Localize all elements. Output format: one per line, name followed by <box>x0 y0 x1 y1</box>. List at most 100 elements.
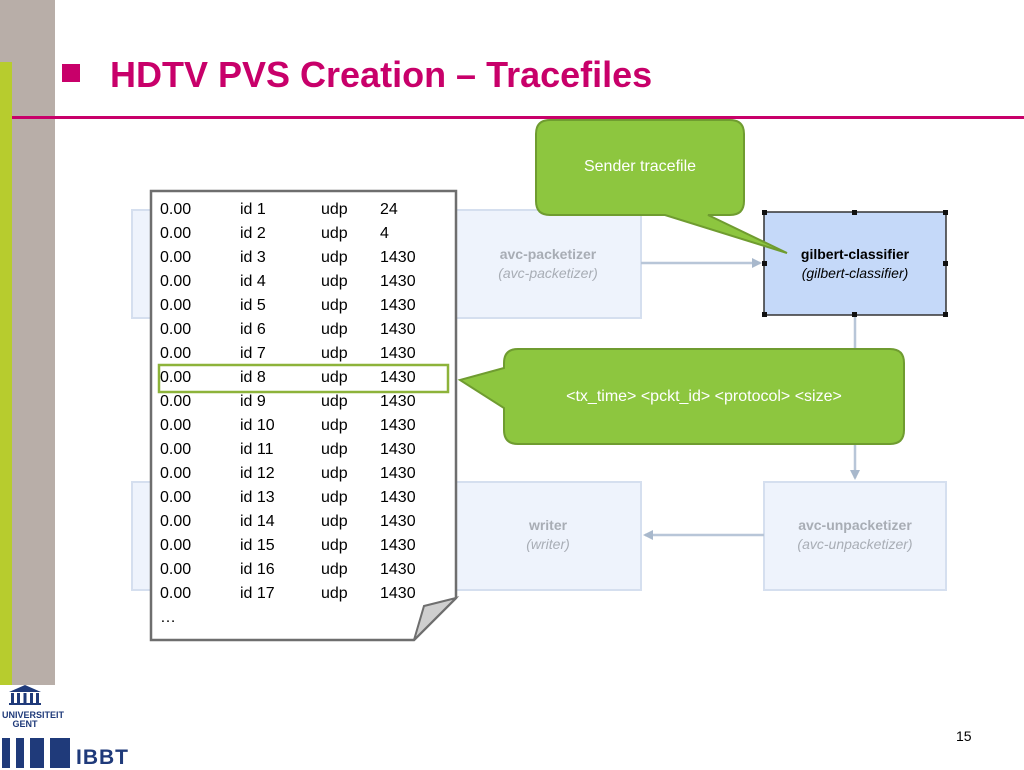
tracefile-protocol: udp <box>321 201 348 218</box>
tracefile-size: 1430 <box>380 417 416 434</box>
tracefile-size: 1430 <box>380 537 416 554</box>
university-logo: UNIVERSITEIT GENT <box>2 684 65 729</box>
tracefile-packet-id: id 13 <box>240 489 275 506</box>
tracefile-protocol: udp <box>321 249 348 266</box>
tracefile-protocol: udp <box>321 321 348 338</box>
tracefile-time: 0.00 <box>160 369 192 386</box>
tracefile-protocol: udp <box>321 489 348 506</box>
node-gilbert-classifier-name: gilbert-classifier <box>801 246 910 262</box>
tracefile-time: 0.00 <box>160 393 192 410</box>
tracefile-protocol: udp <box>321 417 348 434</box>
tracefile-size: 1430 <box>380 297 416 314</box>
node-writer[interactable]: writer (writer) <box>455 481 642 591</box>
callout-format <box>457 348 905 445</box>
selection-handle[interactable] <box>943 210 948 215</box>
node-writer-name: writer <box>528 517 568 533</box>
tracefile-protocol: udp <box>321 393 348 410</box>
selection-handle[interactable] <box>943 261 948 266</box>
tracefile-size: 1430 <box>380 489 416 506</box>
tracefile-row-highlight <box>157 363 450 394</box>
node-avc-unpacketizer-type: (avc-unpacketizer) <box>797 536 912 552</box>
selection-handle[interactable] <box>762 210 767 215</box>
tracefile-protocol: udp <box>321 345 348 362</box>
callout-sender-text: Sender tracefile <box>583 158 697 175</box>
node-avc-packetizer-name: avc-packetizer <box>500 246 597 262</box>
selection-handle[interactable] <box>852 210 857 215</box>
tracefile-size: 1430 <box>380 561 416 578</box>
ibbt-bar-icon <box>50 738 70 768</box>
tracefile-row: 0.00 id 6 udp 1430 <box>160 318 430 342</box>
tracefile-packet-id: id 16 <box>240 561 275 578</box>
selection-handle[interactable] <box>943 312 948 317</box>
tracefile-protocol: udp <box>321 585 348 602</box>
tracefile-time: 0.00 <box>160 465 192 482</box>
tracefile-packet-id: id 15 <box>240 537 275 554</box>
tracefile-time: 0.00 <box>160 585 192 602</box>
tracefile-row: 0.00 id 13 udp 1430 <box>160 486 430 510</box>
tracefile-size: 1430 <box>380 513 416 530</box>
slide-title: HDTV PVS Creation – Tracefiles <box>110 54 653 95</box>
tracefile-protocol: udp <box>321 273 348 290</box>
tracefile-row: 0.00 id 16 udp 1430 <box>160 558 430 582</box>
tracefile-packet-id: id 7 <box>240 345 266 362</box>
tracefile-time: 0.00 <box>160 417 192 434</box>
tracefile-size: 1430 <box>380 393 416 410</box>
node-avc-packetizer-type: (avc-packetizer) <box>498 265 598 281</box>
tracefile-time: 0.00 <box>160 537 192 554</box>
tracefile-packet-id: id 6 <box>240 321 266 338</box>
tracefile-time: 0.00 <box>160 489 192 506</box>
node-gilbert-classifier-type: (gilbert-classifier) <box>802 265 909 281</box>
tracefile-size: 4 <box>380 225 389 242</box>
tracefile-time: 0.00 <box>160 297 192 314</box>
tracefile-size: 1430 <box>380 249 416 266</box>
sidebar-green-bar <box>0 62 12 685</box>
tracefile-time: 0.00 <box>160 345 192 362</box>
tracefile-size: 1430 <box>380 321 416 338</box>
ibbt-wordmark: IBBT <box>76 746 129 769</box>
selection-handle[interactable] <box>762 312 767 317</box>
tracefile-row: 0.00 id 10 udp 1430 <box>160 414 430 438</box>
tracefile-time: 0.00 <box>160 321 192 338</box>
tracefile-packet-id: id 17 <box>240 585 275 602</box>
tracefile-size: 1430 <box>380 465 416 482</box>
tracefile-size: 1430 <box>380 273 416 290</box>
node-avc-unpacketizer-name: avc-unpacketizer <box>798 517 912 533</box>
node-avc-unpacketizer[interactable]: avc-unpacketizer (avc-unpacketizer) <box>763 481 947 591</box>
university-name-line2: GENT <box>12 719 38 729</box>
tracefile-protocol: udp <box>321 513 348 530</box>
selection-handle[interactable] <box>762 261 767 266</box>
node-avc-packetizer[interactable]: avc-packetizer (avc-packetizer) <box>455 209 642 319</box>
tracefile-protocol: udp <box>321 297 348 314</box>
tracefile-packet-id: id 14 <box>240 513 275 530</box>
tracefile-packet-id: id 11 <box>240 441 274 458</box>
page-number: 15 <box>956 728 972 744</box>
tracefile-protocol: udp <box>321 537 348 554</box>
callout-sender-tracefile <box>535 119 788 254</box>
node-gilbert-classifier[interactable]: gilbert-classifier (gilbert-classifier) <box>762 210 948 317</box>
tracefile-protocol: udp <box>321 561 348 578</box>
tracefile-time: 0.00 <box>160 201 192 218</box>
title-rule <box>12 116 1024 119</box>
tracefile-size: 24 <box>380 201 398 218</box>
tracefile-packet-id: id 3 <box>240 249 266 266</box>
university-building-icon <box>9 685 41 705</box>
tracefile-size: 1430 <box>380 369 416 386</box>
university-name-line1: UNIVERSITEIT <box>2 710 65 720</box>
selection-handle[interactable] <box>852 312 857 317</box>
tracefile-packet-id: id 10 <box>240 417 275 434</box>
tracefile-time: 0.00 <box>160 561 192 578</box>
tracefile-packet-id: id 4 <box>240 273 266 290</box>
tracefile-protocol: udp <box>321 225 348 242</box>
title-bullet <box>62 64 80 82</box>
